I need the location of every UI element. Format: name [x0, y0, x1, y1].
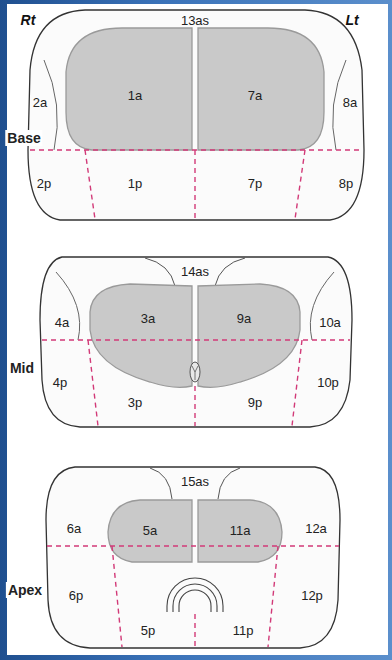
sector-label: 4p — [53, 376, 67, 389]
sector-label: 1p — [128, 177, 142, 190]
sector-label: 7a — [248, 89, 262, 102]
stroma-boundary — [218, 468, 240, 499]
sector-label: 5p — [141, 624, 155, 637]
sector-divider — [194, 386, 195, 426]
sector-label: 3a — [141, 312, 155, 325]
stroma-boundary — [150, 468, 172, 499]
stroma-boundary — [145, 258, 175, 286]
left-lobe — [198, 28, 324, 150]
right-lobe — [66, 28, 192, 150]
apex-outline — [46, 467, 340, 648]
sector-label: 6p — [69, 589, 83, 602]
base-outline — [28, 10, 364, 220]
level-label: Base — [5, 130, 42, 146]
level-label: Apex — [6, 582, 44, 598]
sector-label: 2a — [33, 96, 47, 109]
sector-label: 12a — [305, 522, 327, 535]
sector-divider — [194, 614, 195, 647]
right-lobe — [108, 500, 192, 562]
sector-label: 2p — [37, 177, 51, 190]
mid-outline — [40, 257, 352, 427]
left-lobe — [198, 284, 300, 387]
sector-divider — [268, 546, 278, 647]
sector-label: 3p — [128, 396, 142, 409]
sector-label: 15as — [181, 475, 209, 488]
sector-label: 5a — [143, 524, 157, 537]
sector-label: 1a — [128, 89, 142, 102]
sector-label: 14as — [181, 265, 209, 278]
sector-divider — [292, 340, 302, 426]
lateral-boundary — [56, 272, 80, 340]
sector-divider — [88, 340, 98, 426]
sector-divider — [30, 149, 362, 150]
sector-label: 6a — [67, 522, 81, 535]
left-lobe — [198, 500, 282, 562]
urethral-arch — [167, 578, 223, 612]
sector-divider — [194, 150, 195, 220]
stroma-boundary — [215, 258, 245, 286]
sector-divider — [85, 150, 95, 219]
sector-divider — [295, 150, 305, 219]
sector-divider — [47, 545, 339, 546]
urethra — [190, 362, 200, 382]
sector-label: 12p — [301, 589, 323, 602]
sector-label: 4a — [55, 316, 69, 329]
level-label: Mid — [8, 360, 36, 376]
side-label: Rt — [21, 13, 36, 27]
sector-label: 13as — [181, 14, 209, 27]
sector-label: 8a — [343, 96, 357, 109]
sector-label: 9p — [248, 396, 262, 409]
lateral-boundary — [310, 272, 334, 340]
sector-label: 10p — [317, 376, 339, 389]
urethra — [192, 366, 198, 380]
side-label: Lt — [345, 13, 358, 27]
sector-label: 11a — [230, 524, 251, 537]
sector-label: 8p — [339, 177, 353, 190]
right-lobe — [90, 284, 192, 387]
sector-label: 10a — [319, 316, 341, 329]
sector-divider — [112, 546, 122, 647]
sector-label: 7p — [248, 177, 262, 190]
sector-label: 11p — [233, 624, 254, 637]
sector-label: 9a — [237, 312, 251, 325]
